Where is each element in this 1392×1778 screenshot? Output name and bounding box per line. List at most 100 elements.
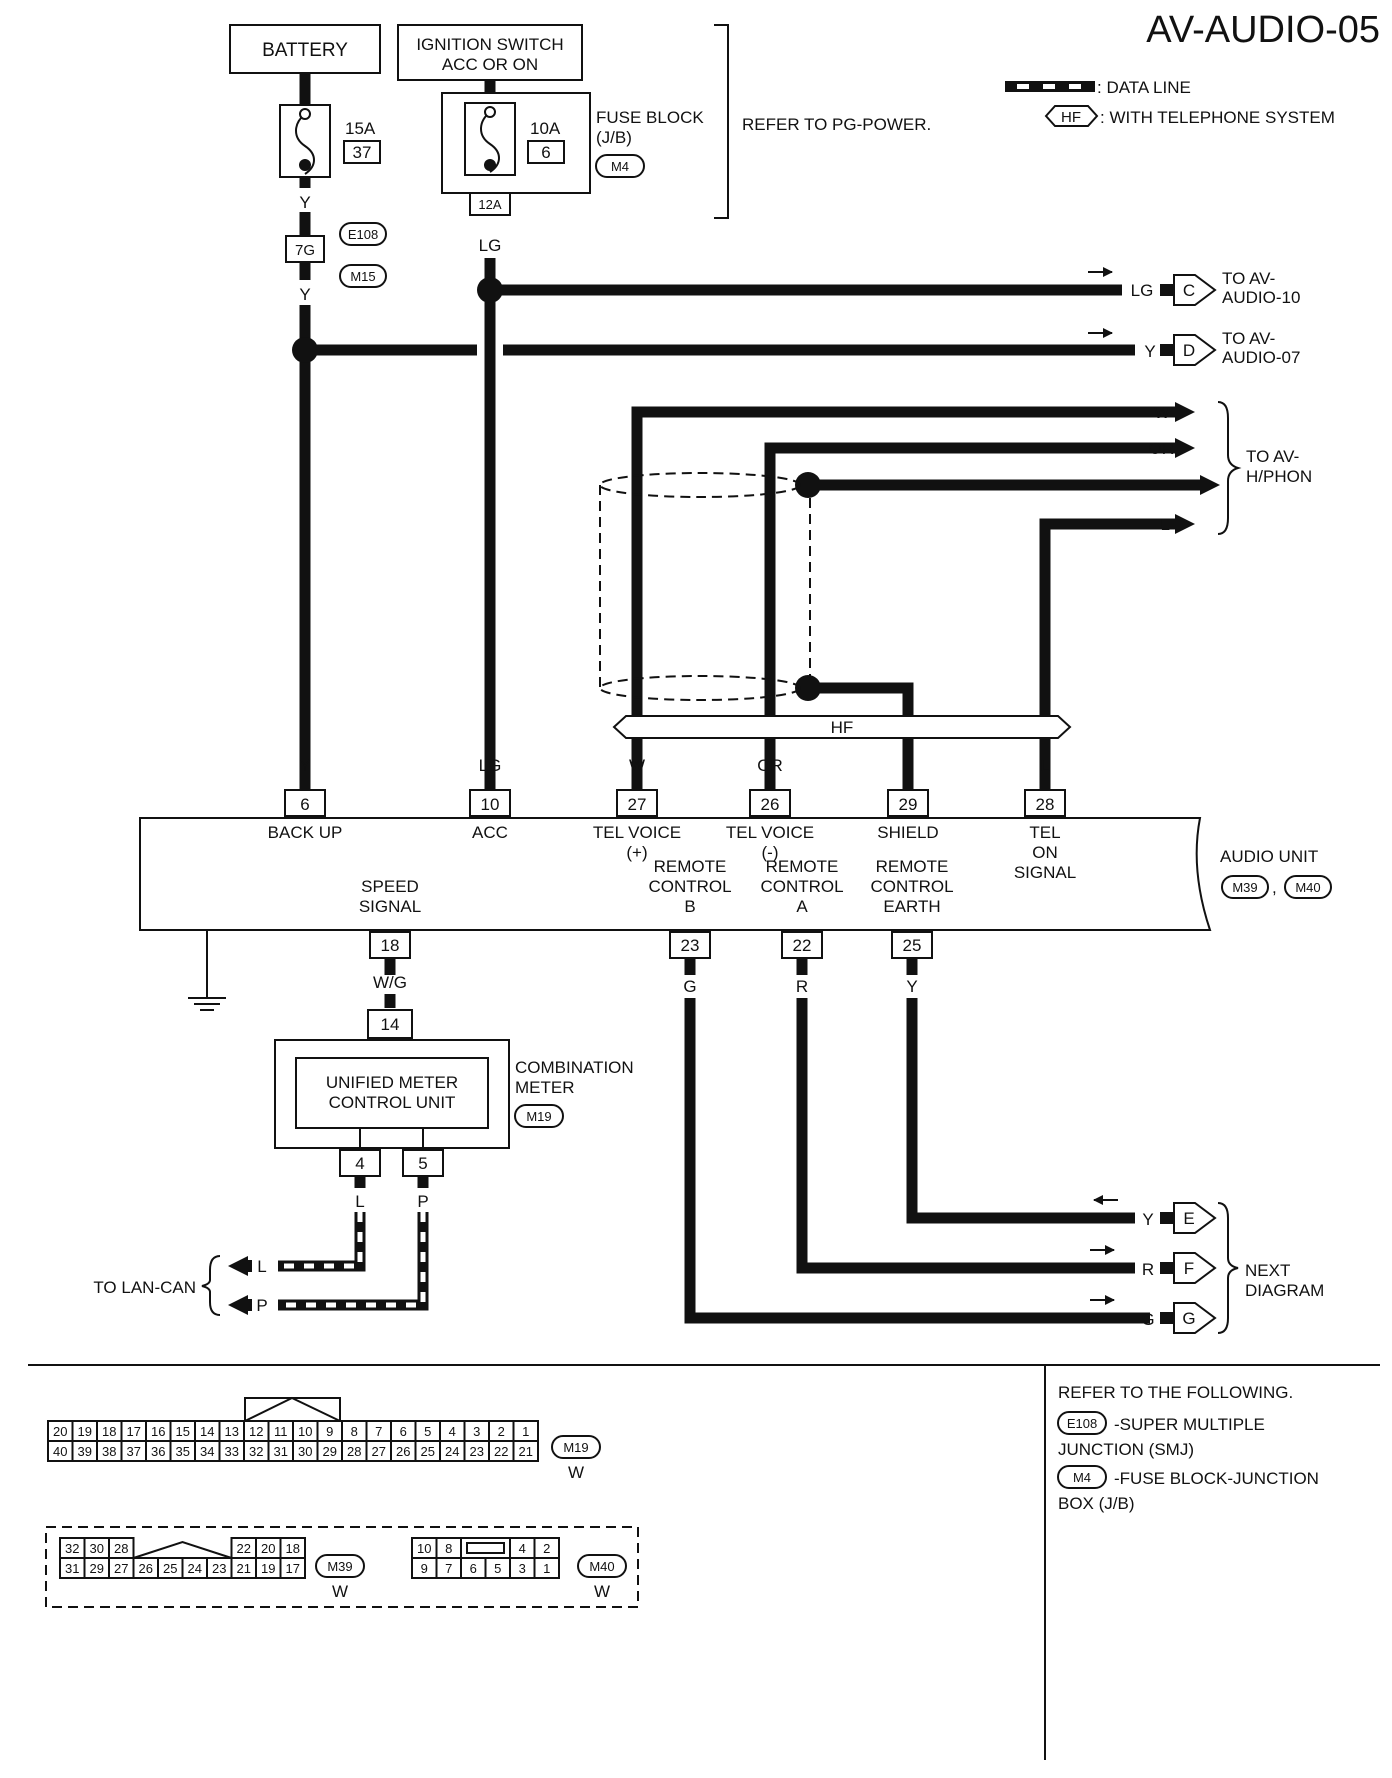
- audio-terminal-22-label: REMOTE: [766, 857, 839, 876]
- m39-pin-no: 25: [163, 1561, 177, 1576]
- m19-pin-no: 40: [53, 1444, 67, 1459]
- m19-pin-no: 8: [351, 1424, 358, 1439]
- refer-item-2-conn: M4: [1073, 1470, 1091, 1485]
- telephone-wiring: W OR L TO AV- H/PHON HF: [599, 401, 1312, 790]
- fuse-15a-no: 37: [353, 143, 372, 162]
- m19-pin-no: 5: [424, 1424, 431, 1439]
- m19-pin-no: 37: [127, 1444, 141, 1459]
- audio-terminal-10: [469, 789, 511, 817]
- meter-terminal-5: [402, 1149, 444, 1177]
- audio-terminal-27: [616, 789, 658, 817]
- refer-item-2-text-2: BOX (J/B): [1058, 1494, 1135, 1513]
- legend-hf-text: : WITH TELEPHONE SYSTEM: [1100, 108, 1335, 127]
- offpage-c-text-1: TO AV-: [1222, 269, 1275, 288]
- refer-item-2-text-1: -FUSE BLOCK-JUNCTION: [1114, 1469, 1319, 1488]
- m39-pin-no: 30: [90, 1541, 104, 1556]
- audio-unit-body: [139, 817, 1212, 931]
- audio-terminal-6: [284, 789, 326, 817]
- audio-terminal-22-no: 22: [793, 936, 812, 955]
- legend-hf-tag: HF: [1061, 109, 1081, 126]
- audio-terminal-25-label: REMOTE: [876, 857, 949, 876]
- m19-pin-no: 4: [449, 1424, 456, 1439]
- wire-label-g-g: G: [1141, 1310, 1154, 1329]
- audio-terminal-23: [669, 931, 711, 959]
- m40-pin-no: 1: [543, 1561, 550, 1576]
- m39-pin-no: 21: [237, 1561, 251, 1576]
- wire-label-y-e: Y: [1142, 1210, 1153, 1229]
- refer-item-1-text-1: -SUPER MULTIPLE: [1114, 1415, 1265, 1434]
- audio-unit-conn2: M40: [1295, 880, 1320, 895]
- m19-pin-no: 23: [470, 1444, 484, 1459]
- wire-label-wg: W/G: [373, 973, 407, 992]
- audio-terminal-18-label: SIGNAL: [359, 897, 421, 916]
- offpage-f-letter: F: [1184, 1259, 1194, 1278]
- wire-label-lg-1: LG: [479, 236, 502, 255]
- m19-color: W: [568, 1463, 584, 1482]
- wire-label-top-28: L: [1040, 756, 1049, 775]
- audio-terminal-25: [891, 931, 933, 959]
- m39-pin-no: 26: [139, 1561, 153, 1576]
- audio-terminal-6-no: 6: [300, 795, 309, 814]
- m19-pin-no: 9: [326, 1424, 333, 1439]
- wire-label-r-f: R: [1142, 1260, 1154, 1279]
- offpage-c-text-2: AUDIO-10: [1222, 288, 1300, 307]
- m19-pin-no: 29: [323, 1444, 337, 1459]
- m39-pin-no: 18: [286, 1541, 300, 1556]
- legend-data-line: : DATA LINE: [1097, 78, 1191, 97]
- refer-pg-power: REFER TO PG-POWER.: [742, 115, 931, 134]
- offpage-e-shape: [1173, 1202, 1217, 1234]
- m40-pin-no: 10: [417, 1541, 431, 1556]
- offpage-runs: LG C TO AV- AUDIO-10 Y D TO AV- AUDIO-07: [305, 267, 1300, 367]
- m39-pin-no: 31: [65, 1561, 79, 1576]
- audio-terminal-27-label: (+): [626, 843, 647, 862]
- offpage-hphon-text-2: H/PHON: [1246, 467, 1312, 486]
- wire-label-p-lan: P: [256, 1296, 267, 1315]
- fuse-block-label-2: (J/B): [596, 128, 632, 147]
- m19-pin-no: 16: [151, 1424, 165, 1439]
- offpage-g-letter: G: [1182, 1309, 1195, 1328]
- m40-color: W: [594, 1582, 610, 1601]
- m40-pin-no: 3: [519, 1561, 526, 1576]
- refer-title: REFER TO THE FOLLOWING.: [1058, 1383, 1293, 1402]
- meter-name-1: COMBINATION: [515, 1058, 634, 1077]
- next-diagram-2: DIAGRAM: [1245, 1281, 1324, 1300]
- combination-meter: 14 UNIFIED METER CONTROL UNIT COMBINATIO…: [93, 1009, 634, 1316]
- fuse-10a-amp: 10A: [530, 119, 561, 138]
- m19-pin-no: 17: [127, 1424, 141, 1439]
- audio-terminal-23-label: CONTROL: [648, 877, 731, 896]
- audio-terminal-6-label: BACK UP: [268, 823, 343, 842]
- m39-pin-no: 23: [212, 1561, 226, 1576]
- audio-terminal-28-label: ON: [1032, 843, 1058, 862]
- to-lan-can: TO LAN-CAN: [93, 1278, 196, 1297]
- fuse-block-conn: M4: [611, 159, 629, 174]
- refer-item-1-text-2: JUNCTION (SMJ): [1058, 1440, 1194, 1459]
- wire-label-r: R: [796, 977, 808, 996]
- audio-terminal-23-no: 23: [681, 936, 700, 955]
- offpage-d-text-2: AUDIO-07: [1222, 348, 1300, 367]
- wire-label-or-out: OR: [1149, 439, 1175, 458]
- junction-conn-m15: M15: [350, 269, 375, 284]
- m19-pin-no: 31: [274, 1444, 288, 1459]
- legend: : DATA LINE HF : WITH TELEPHONE SYSTEM: [1005, 78, 1335, 127]
- m19-pin-no: 35: [176, 1444, 190, 1459]
- audio-terminal-10-label: ACC: [472, 823, 508, 842]
- m19-pin-no: 19: [78, 1424, 92, 1439]
- m39-pin-no: 27: [114, 1561, 128, 1576]
- meter-inner-1: UNIFIED METER: [326, 1073, 458, 1092]
- meter-terminal-14: [367, 1009, 413, 1039]
- m19-pin-no: 33: [225, 1444, 239, 1459]
- m40-pin-no: 7: [445, 1561, 452, 1576]
- refer-item-1-conn: E108: [1067, 1416, 1097, 1431]
- meter-term-p: 5: [418, 1154, 427, 1173]
- m40-key: [466, 1542, 505, 1554]
- wire-label-g: G: [683, 977, 696, 996]
- wire-label-w-out: W: [1154, 403, 1170, 422]
- m19-conn-id: M19: [563, 1440, 588, 1455]
- fuse-block-label-1: FUSE BLOCK: [596, 108, 704, 127]
- m39-pin-no: 28: [114, 1541, 128, 1556]
- wire-label-y-earth: Y: [906, 977, 917, 996]
- offpage-hphon-text-1: TO AV-: [1246, 447, 1299, 466]
